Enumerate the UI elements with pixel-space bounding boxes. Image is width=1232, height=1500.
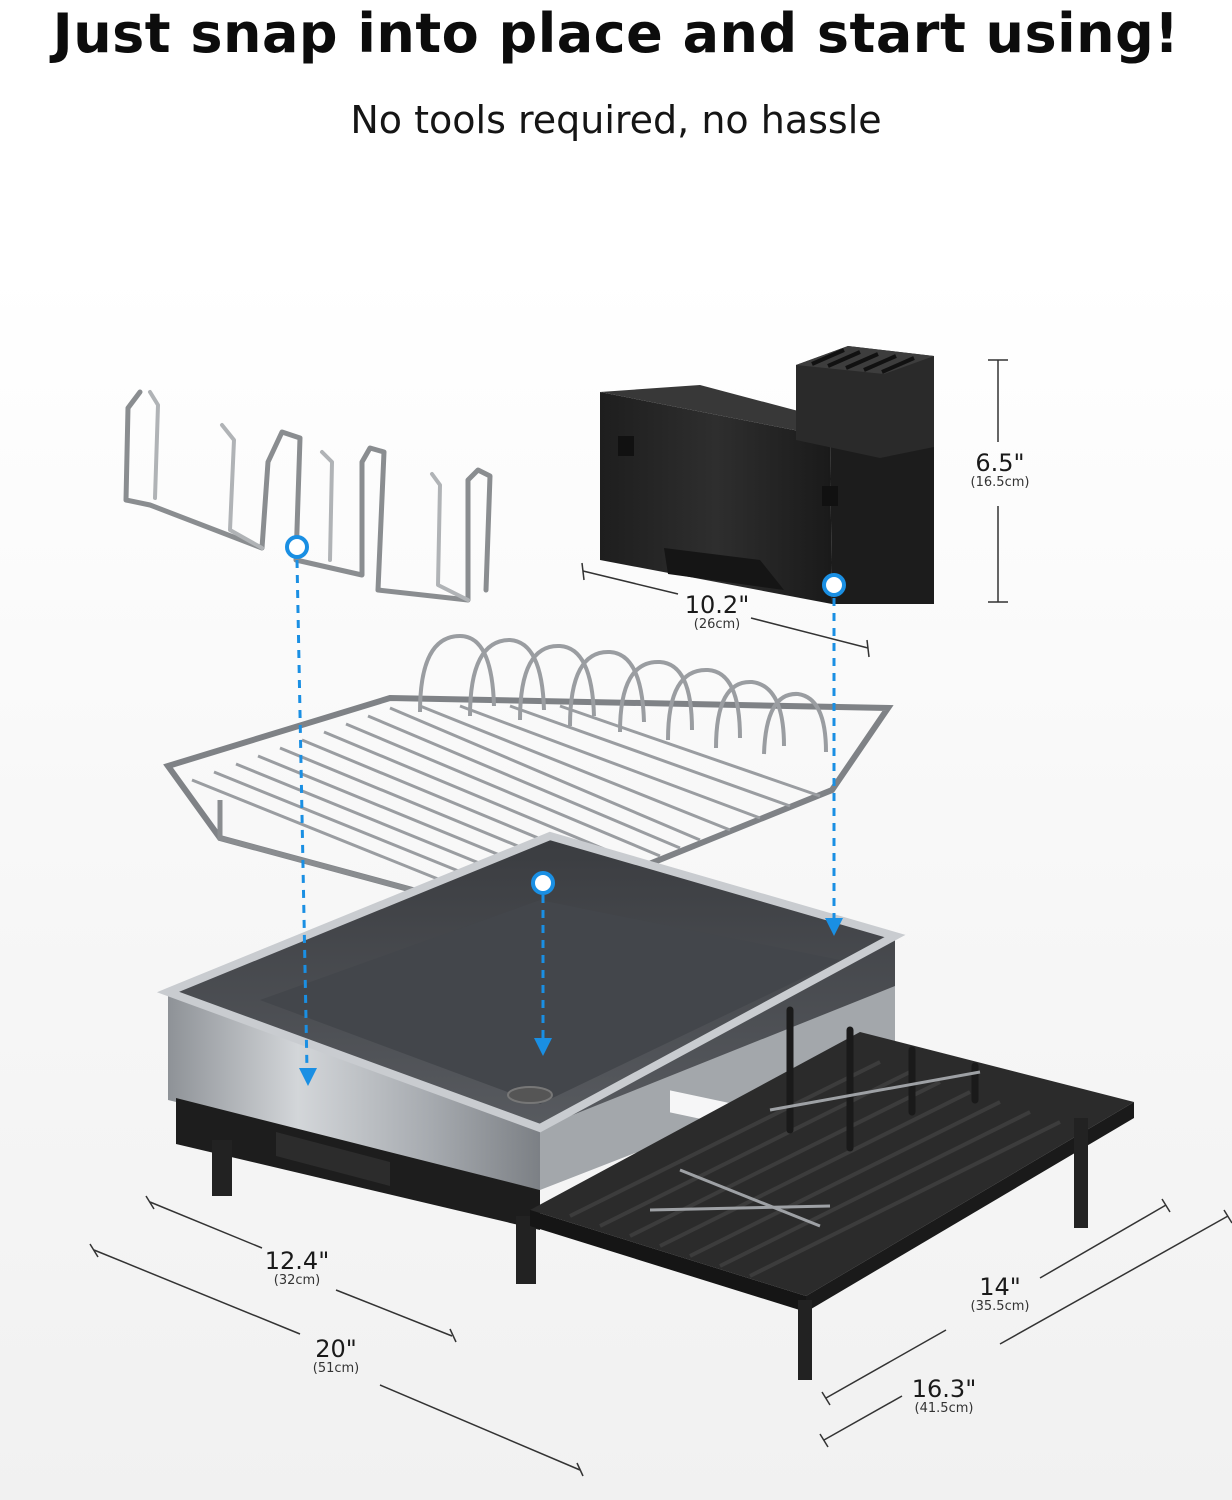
dimension-inch: 12.4" <box>264 1247 330 1275</box>
dimension-base-depth: 12.4" (32cm) <box>237 1248 357 1288</box>
subheadline: No tools required, no hassle <box>350 98 882 142</box>
assembly-arrows <box>295 559 836 1071</box>
dimension-lines <box>89 359 1232 1477</box>
dimension-inch: 14" <box>979 1273 1021 1301</box>
dimension-tray-depth: 14" (35.5cm) <box>940 1274 1060 1314</box>
arrow-heads <box>299 918 843 1086</box>
dimension-inch: 20" <box>315 1335 357 1363</box>
dimension-inch: 6.5" <box>975 449 1025 477</box>
dimension-cm: (32cm) <box>273 1273 321 1288</box>
dimension-inch: 10.2" <box>684 591 750 619</box>
cup-holder-wire <box>123 389 493 603</box>
dimension-cm: (35.5cm) <box>970 1299 1030 1314</box>
utensil-caddy <box>600 346 934 604</box>
dimension-inch: 16.3" <box>911 1375 977 1403</box>
dimension-cm: (51cm) <box>312 1361 360 1376</box>
attach-point-markers <box>285 535 846 895</box>
dimension-cm: (26cm) <box>693 617 741 632</box>
headline: Just snap into place and start using! <box>52 2 1180 65</box>
dimension-caddy-height: 6.5" (16.5cm) <box>940 450 1060 490</box>
dimension-cm: (16.5cm) <box>970 475 1030 490</box>
dimension-total-depth: 16.3" (41.5cm) <box>884 1376 1004 1416</box>
drying-tray <box>530 1006 1134 1380</box>
dimension-caddy-width: 10.2" (26cm) <box>657 592 777 632</box>
stainless-basin <box>156 831 906 1284</box>
dimension-cm: (41.5cm) <box>914 1401 974 1416</box>
dimension-total-width: 20" (51cm) <box>276 1336 396 1376</box>
